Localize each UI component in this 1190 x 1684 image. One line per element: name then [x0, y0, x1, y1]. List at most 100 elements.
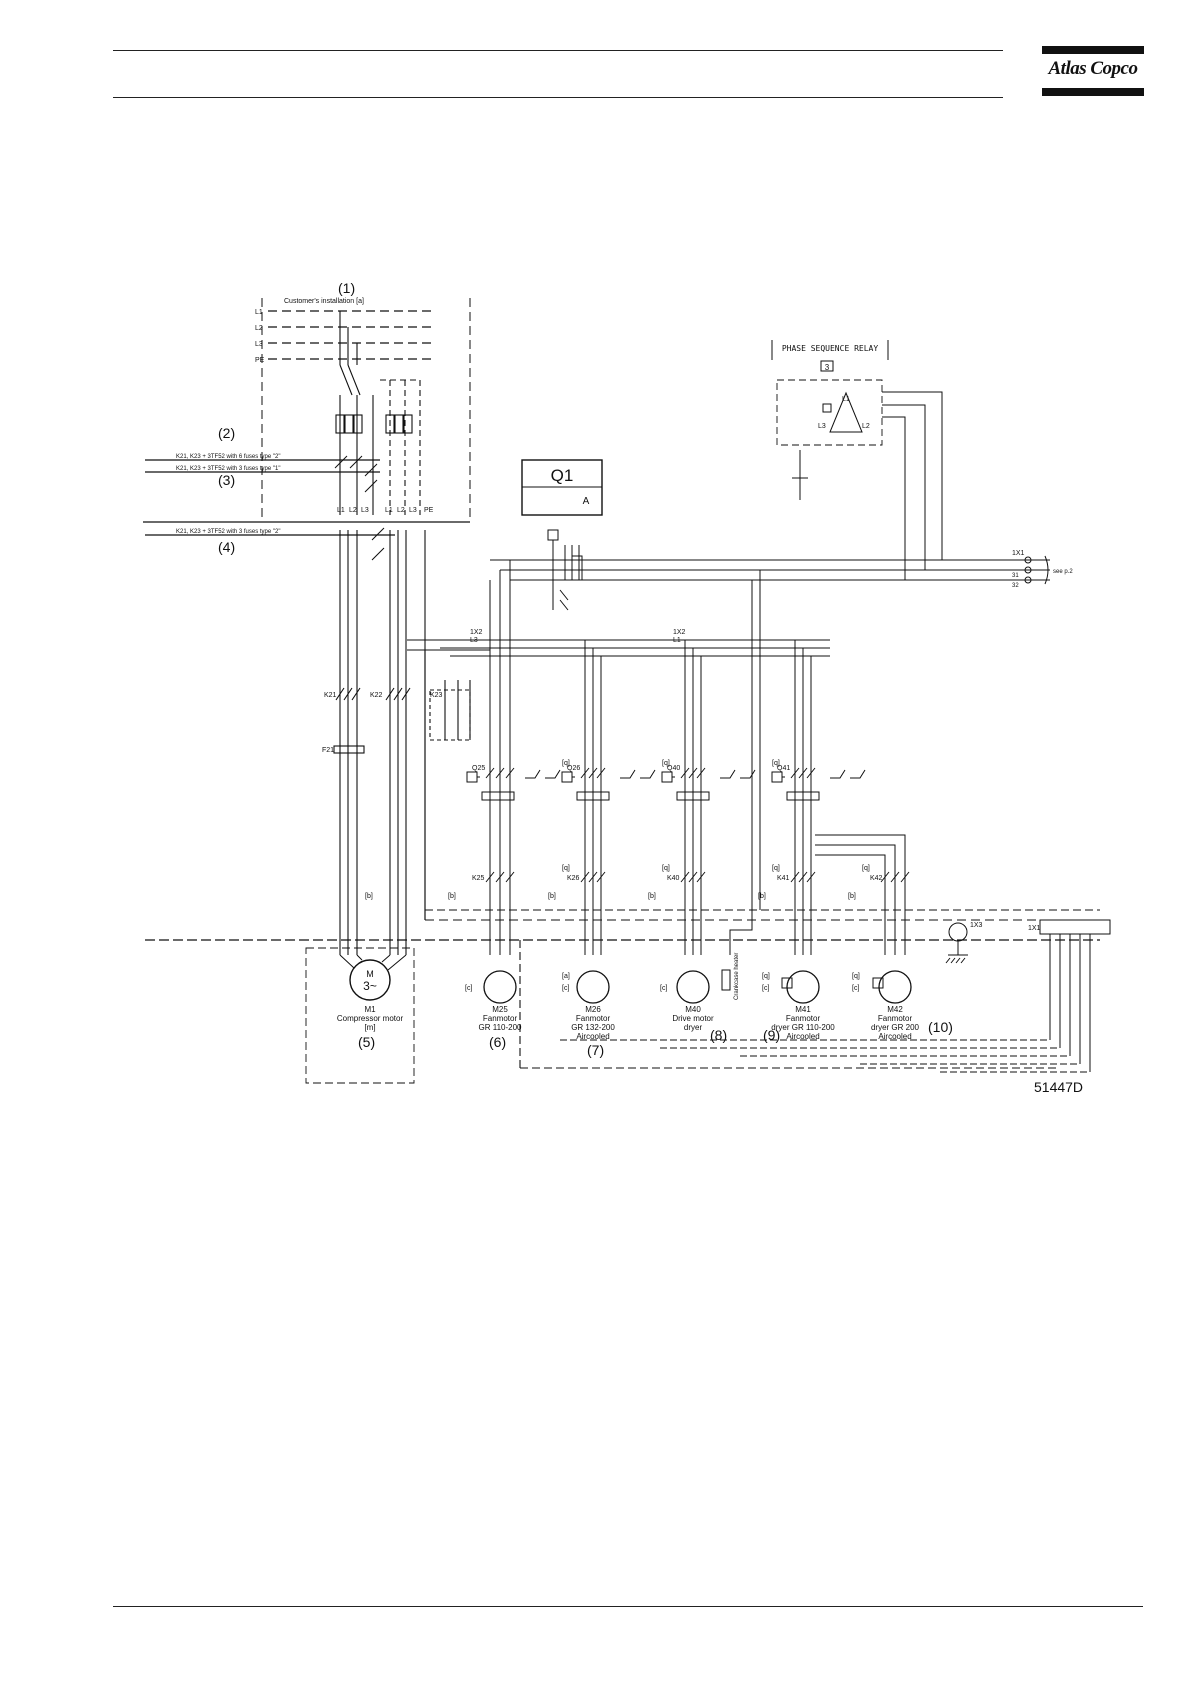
main-terminal-pe: PE [424, 507, 434, 514]
tag-c-m41: [c] [762, 985, 769, 992]
terminal-31: 31 [1012, 573, 1019, 579]
tag-q-k26: [q] [562, 865, 570, 872]
footer-rule [113, 1606, 1143, 1607]
motor-m40-desc-1: Drive motor [672, 1014, 714, 1023]
bus-label-l1: L1 [673, 637, 681, 644]
variant-note-1: K21, K23 + 3TF52 with 6 fuses type "2" [176, 454, 280, 460]
supply-l3: L3 [255, 341, 263, 348]
main-terminal-l2-b: L2 [397, 507, 405, 514]
overload-f21: F21 [322, 747, 334, 754]
tag-c-m25: [c] [465, 985, 472, 992]
earth-strip-1x1: 1X1 [1028, 925, 1041, 932]
motor-m1-id: M1 [364, 1005, 376, 1014]
bus-bars [145, 559, 1100, 1069]
relay-terminal-l3: L3 [818, 423, 826, 430]
legend-8: (8) [710, 1027, 727, 1043]
see-page-2: see p.2 [1053, 569, 1073, 575]
motor-branches [466, 560, 1111, 1073]
terminal-32: 32 [1012, 583, 1019, 589]
tag-b-6: [b] [848, 893, 856, 900]
tag-q-q40: [q] [662, 760, 670, 767]
tag-b-1: [b] [365, 893, 373, 900]
main-terminal-l1-a: L1 [337, 507, 345, 514]
motor-m40-desc-2: dryer [684, 1023, 703, 1032]
relay-title: PHASE SEQUENCE RELAY [782, 344, 879, 353]
phase-sequence-relay: PHASE SEQUENCE RELAY 3 L1 L3 L2 [771, 340, 943, 580]
customer-installation-label: Customer's installation [a] [284, 298, 364, 305]
motor-symbols [483, 969, 912, 1004]
svg-text:M: M [366, 969, 374, 979]
main-terminal-l3-a: L3 [361, 507, 369, 514]
legend-9: (9) [763, 1027, 780, 1043]
header-rule-top [113, 50, 1003, 51]
schematic-small-labels: Customer's installation [a] L1 L2 L3 PE … [176, 298, 1041, 1000]
q1-breaker [547, 529, 583, 611]
tag-q-k41: [q] [772, 865, 780, 872]
variant-note-3: K21, K23 + 3TF52 with 3 fuses type "2" [176, 529, 280, 535]
legend-5: (5) [358, 1034, 375, 1050]
contactor-k41: K41 [777, 875, 790, 882]
contactor-k26: K26 [567, 875, 580, 882]
variant-note-2: K21, K23 + 3TF52 with 3 fuses type "1" [176, 466, 280, 472]
motor-m1: M 3~ [305, 947, 415, 1084]
terminal-1x1: 1X1 31 32 see p.2 [1012, 550, 1073, 589]
legend-number-labels: (1) (2) (3) (4) (5) (6) (7) (8) (9) (10) [218, 280, 953, 1058]
breaker-q40: Q40 [667, 765, 680, 772]
motor-m26-id: M26 [585, 1005, 601, 1014]
legend-1: (1) [338, 280, 355, 296]
tag-b-4: [b] [648, 893, 656, 900]
crankcase-heater-label: Crankcase heater [734, 953, 740, 1000]
tag-q-m41: [q] [762, 973, 770, 980]
motor-m25-desc-2: GR 110-200 [479, 1023, 523, 1032]
tag-q-m42: [q] [852, 973, 860, 980]
contactor-k22: K22 [370, 692, 383, 699]
tag-q-q26: [q] [562, 760, 570, 767]
tag-b-5: [b] [758, 893, 766, 900]
contactor-k23: K23 [430, 692, 443, 699]
legend-2: (2) [218, 425, 235, 441]
atlas-copco-logo: Atlas Copco [1042, 46, 1144, 96]
header-rule-bottom [113, 97, 1003, 98]
tag-q-k40: [q] [662, 865, 670, 872]
motor-m26-desc-2: GR 132-200 [571, 1023, 615, 1032]
motor-m42-desc-3: Aircooled [878, 1032, 911, 1041]
main-terminal-l2-a: L2 [349, 507, 357, 514]
tag-c-m40: [c] [660, 985, 667, 992]
motor-m42-desc-2: dryer GR 200 [871, 1023, 920, 1032]
breaker-q25: Q25 [472, 765, 485, 772]
relay-terminal-l1: L1 [842, 396, 850, 403]
motor-m41-id: M41 [795, 1005, 811, 1014]
contactor-k25: K25 [472, 875, 485, 882]
legend-3: (3) [218, 472, 235, 488]
motor-m1-desc-1: Compressor motor [337, 1014, 404, 1023]
svg-text:3~: 3~ [363, 979, 377, 993]
legend-6: (6) [489, 1034, 506, 1050]
tag-c-m26: [c] [562, 985, 569, 992]
contactor-k42: K42 [870, 875, 883, 882]
contactor-k21: K21 [324, 692, 337, 699]
breaker-q41: Q41 [777, 765, 790, 772]
q1-title: Q1 [551, 466, 574, 485]
tag-q-k42: [q] [862, 865, 870, 872]
contactor-k40: K40 [667, 875, 680, 882]
legend-10: (10) [928, 1019, 953, 1035]
motor-m42-desc-1: Fanmotor [878, 1014, 913, 1023]
supply-l2: L2 [255, 325, 263, 332]
motor-m41-desc-2: dryer GR 110-200 [771, 1023, 835, 1032]
bus-label-l3: L3 [470, 637, 478, 644]
brand-name: Atlas Copco [1048, 58, 1138, 79]
motor-m26-desc-3: Aircooled [576, 1032, 609, 1041]
motor-m41-desc-3: Aircooled [786, 1032, 819, 1041]
terminal-1x1-label: 1X1 [1012, 550, 1025, 557]
motor-m25-id: M25 [492, 1005, 508, 1014]
supply-pe: PE [255, 357, 265, 364]
tag-q-q41: [q] [772, 760, 780, 767]
earth-terminal-1x3: 1X3 [970, 922, 983, 929]
bus-label-1x2-b: 1X2 [673, 629, 686, 636]
tag-b-3: [b] [548, 893, 556, 900]
motor-labels: M1 Compressor motor [m] M25 Fanmotor GR … [337, 1005, 920, 1041]
q1-subtitle: A [583, 496, 590, 507]
tag-b-2: [b] [448, 893, 456, 900]
main-terminal-l1-b: L1 [385, 507, 393, 514]
